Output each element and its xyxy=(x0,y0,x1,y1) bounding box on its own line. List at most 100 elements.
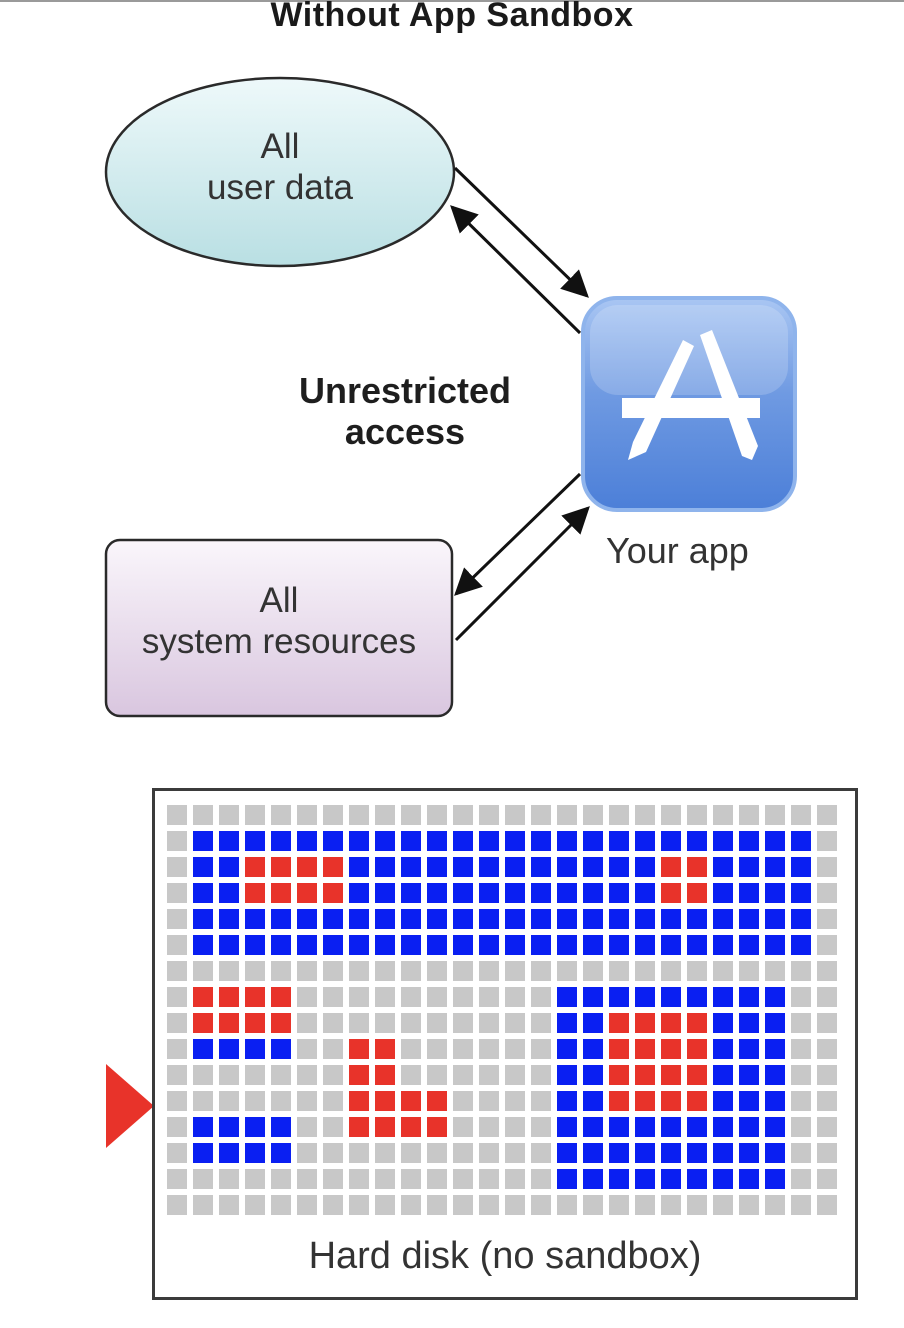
disk-block-free xyxy=(167,1117,187,1137)
disk-block-used xyxy=(271,1039,291,1059)
disk-block-used xyxy=(713,987,733,1007)
disk-block-free xyxy=(479,1195,499,1215)
disk-block-free xyxy=(245,961,265,981)
disk-block-free xyxy=(453,961,473,981)
disk-block-used xyxy=(245,1117,265,1137)
disk-pointer-arrow xyxy=(106,1064,154,1148)
disk-block-free xyxy=(297,1195,317,1215)
disk-block-free xyxy=(817,935,837,955)
disk-block-sensitive xyxy=(661,857,681,877)
disk-block-used xyxy=(739,1065,759,1085)
disk-block-sensitive xyxy=(297,883,317,903)
disk-block-used xyxy=(531,883,551,903)
disk-block-free xyxy=(609,1195,629,1215)
disk-block-free xyxy=(817,1195,837,1215)
disk-block-used xyxy=(401,857,421,877)
disk-block-free xyxy=(375,987,395,1007)
disk-block-free xyxy=(817,1039,837,1059)
disk-block-free xyxy=(323,1013,343,1033)
disk-block-free xyxy=(791,987,811,1007)
disk-block-free xyxy=(505,1091,525,1111)
disk-block-free xyxy=(505,987,525,1007)
disk-block-used xyxy=(297,909,317,929)
disk-block-used xyxy=(401,909,421,929)
disk-block-used xyxy=(609,909,629,929)
disk-block-used xyxy=(687,909,707,929)
disk-block-used xyxy=(765,909,785,929)
disk-block-free xyxy=(453,1169,473,1189)
disk-block-free xyxy=(765,805,785,825)
disk-block-free xyxy=(687,1195,707,1215)
disk-block-free xyxy=(453,1117,473,1137)
disk-block-free xyxy=(271,1091,291,1111)
arrow-to-app-from-system xyxy=(454,506,590,642)
disk-block-used xyxy=(193,1117,213,1137)
access-diagram xyxy=(104,76,797,718)
disk-block-free xyxy=(505,1013,525,1033)
disk-block-free xyxy=(427,1039,447,1059)
disk-block-free xyxy=(167,1039,187,1059)
disk-block-free xyxy=(583,1195,603,1215)
disk-block-used xyxy=(453,857,473,877)
arrow-to-app xyxy=(453,166,589,298)
disk-block-free xyxy=(505,1065,525,1085)
disk-block-free xyxy=(401,1013,421,1033)
disk-block-used xyxy=(583,1117,603,1137)
disk-block-free xyxy=(193,805,213,825)
disk-block-used xyxy=(219,831,239,851)
disk-block-used xyxy=(713,1013,733,1033)
disk-block-free xyxy=(427,987,447,1007)
disk-block-used xyxy=(245,909,265,929)
disk-block-sensitive xyxy=(401,1091,421,1111)
disk-block-free xyxy=(245,1169,265,1189)
disk-block-sensitive xyxy=(687,883,707,903)
disk-block-sensitive xyxy=(687,1091,707,1111)
disk-block-free xyxy=(297,961,317,981)
disk-block-used xyxy=(713,857,733,877)
disk-block-used xyxy=(271,831,291,851)
disk-block-free xyxy=(505,1169,525,1189)
disk-block-free xyxy=(349,1195,369,1215)
system-resources-line1: All xyxy=(259,581,299,620)
disk-block-used xyxy=(713,1065,733,1085)
disk-block-used xyxy=(193,831,213,851)
disk-block-used xyxy=(531,831,551,851)
disk-block-free xyxy=(713,1195,733,1215)
disk-block-used xyxy=(583,1013,603,1033)
disk-block-used xyxy=(349,857,369,877)
disk-block-free xyxy=(453,1091,473,1111)
disk-block-free xyxy=(817,831,837,851)
disk-block-used xyxy=(583,1169,603,1189)
disk-block-used xyxy=(739,1143,759,1163)
disk-block-used xyxy=(765,1013,785,1033)
disk-block-used xyxy=(765,1039,785,1059)
disk-block-free xyxy=(453,805,473,825)
user-data-node xyxy=(104,76,456,268)
disk-block-used xyxy=(661,1143,681,1163)
disk-block-free xyxy=(167,1091,187,1111)
disk-block-free xyxy=(297,805,317,825)
disk-block-free xyxy=(791,1143,811,1163)
disk-block-sensitive xyxy=(245,1013,265,1033)
disk-block-free xyxy=(323,987,343,1007)
disk-block-used xyxy=(349,831,369,851)
disk-block-free xyxy=(401,1143,421,1163)
disk-block-used xyxy=(739,857,759,877)
disk-block-used xyxy=(193,909,213,929)
disk-block-used xyxy=(557,987,577,1007)
disk-block-free xyxy=(531,1169,551,1189)
disk-block-used xyxy=(765,831,785,851)
disk-block-sensitive xyxy=(323,857,343,877)
disk-block-free xyxy=(375,1195,395,1215)
disk-block-free xyxy=(297,1091,317,1111)
disk-block-free xyxy=(479,1117,499,1137)
disk-block-free xyxy=(739,1195,759,1215)
disk-block-used xyxy=(661,909,681,929)
disk-block-sensitive xyxy=(635,1039,655,1059)
disk-block-free xyxy=(453,1039,473,1059)
disk-block-free xyxy=(505,805,525,825)
arrow-to-system-resources xyxy=(454,472,582,596)
disk-block-used xyxy=(375,909,395,929)
disk-block-used xyxy=(713,831,733,851)
disk-block-used xyxy=(479,831,499,851)
